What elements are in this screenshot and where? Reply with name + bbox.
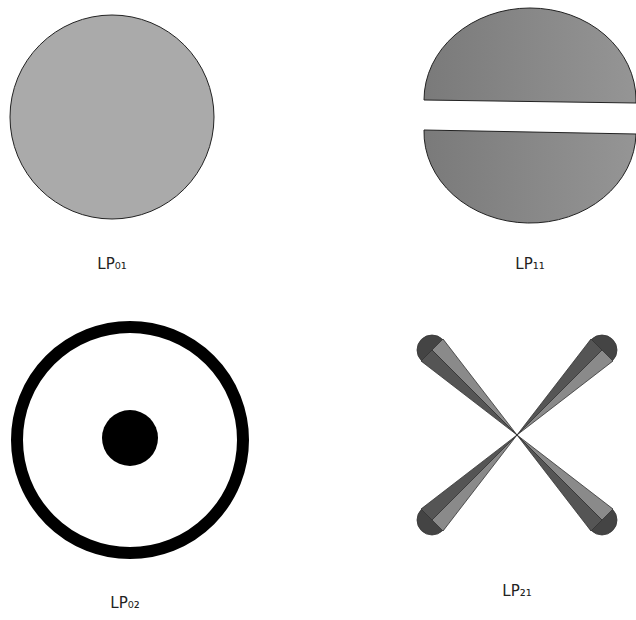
lp01-pattern (10, 15, 214, 219)
mode-label: LP₂₁ (502, 582, 531, 600)
lp02-pattern (17, 327, 243, 553)
mode-label: LP₀₂ (110, 594, 139, 612)
mode-label: LP₀₁ (97, 255, 126, 273)
lp21-pattern (417, 335, 617, 535)
mode-label: LP₁₁ (515, 255, 544, 273)
lp11-pattern (424, 8, 636, 223)
